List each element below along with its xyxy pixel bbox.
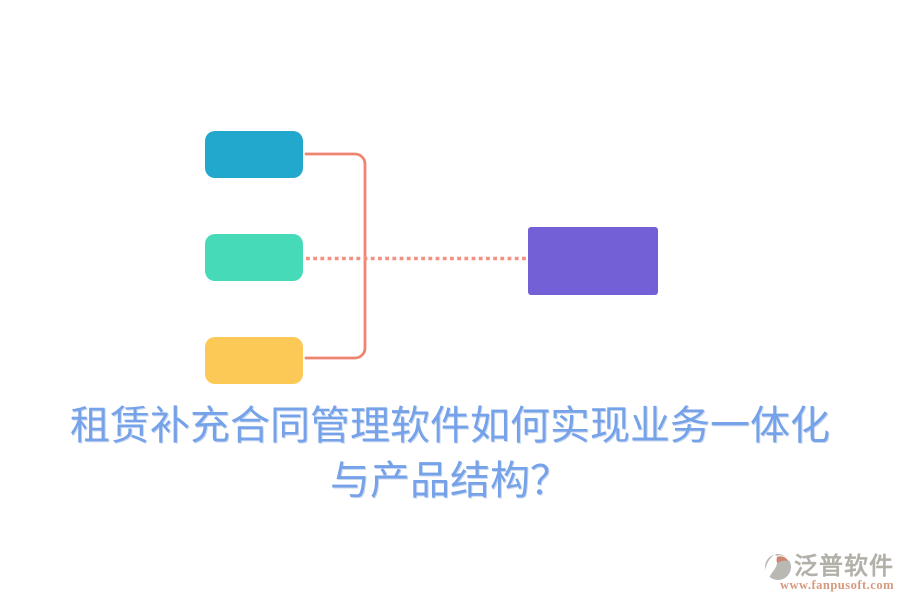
title-line-1: 租赁补充合同管理软件如何实现业务一体化 xyxy=(70,403,830,448)
fanpu-logo-icon xyxy=(765,554,791,580)
diagram-box-bottom xyxy=(205,337,303,384)
watermark: 泛普软件 www.fanpusoft.com xyxy=(754,553,894,592)
page-title: 租赁补充合同管理软件如何实现业务一体化 与产品结构？ xyxy=(0,398,900,508)
bracket-connector xyxy=(304,152,367,360)
title-line-2: 与产品结构？ xyxy=(330,458,570,503)
watermark-url: www.fanpusoft.com xyxy=(779,578,894,592)
diagram-box-top xyxy=(205,131,303,178)
watermark-brand: 泛普软件 xyxy=(794,553,894,580)
diagram-box-target xyxy=(528,227,658,295)
diagram-box-middle xyxy=(205,234,303,281)
